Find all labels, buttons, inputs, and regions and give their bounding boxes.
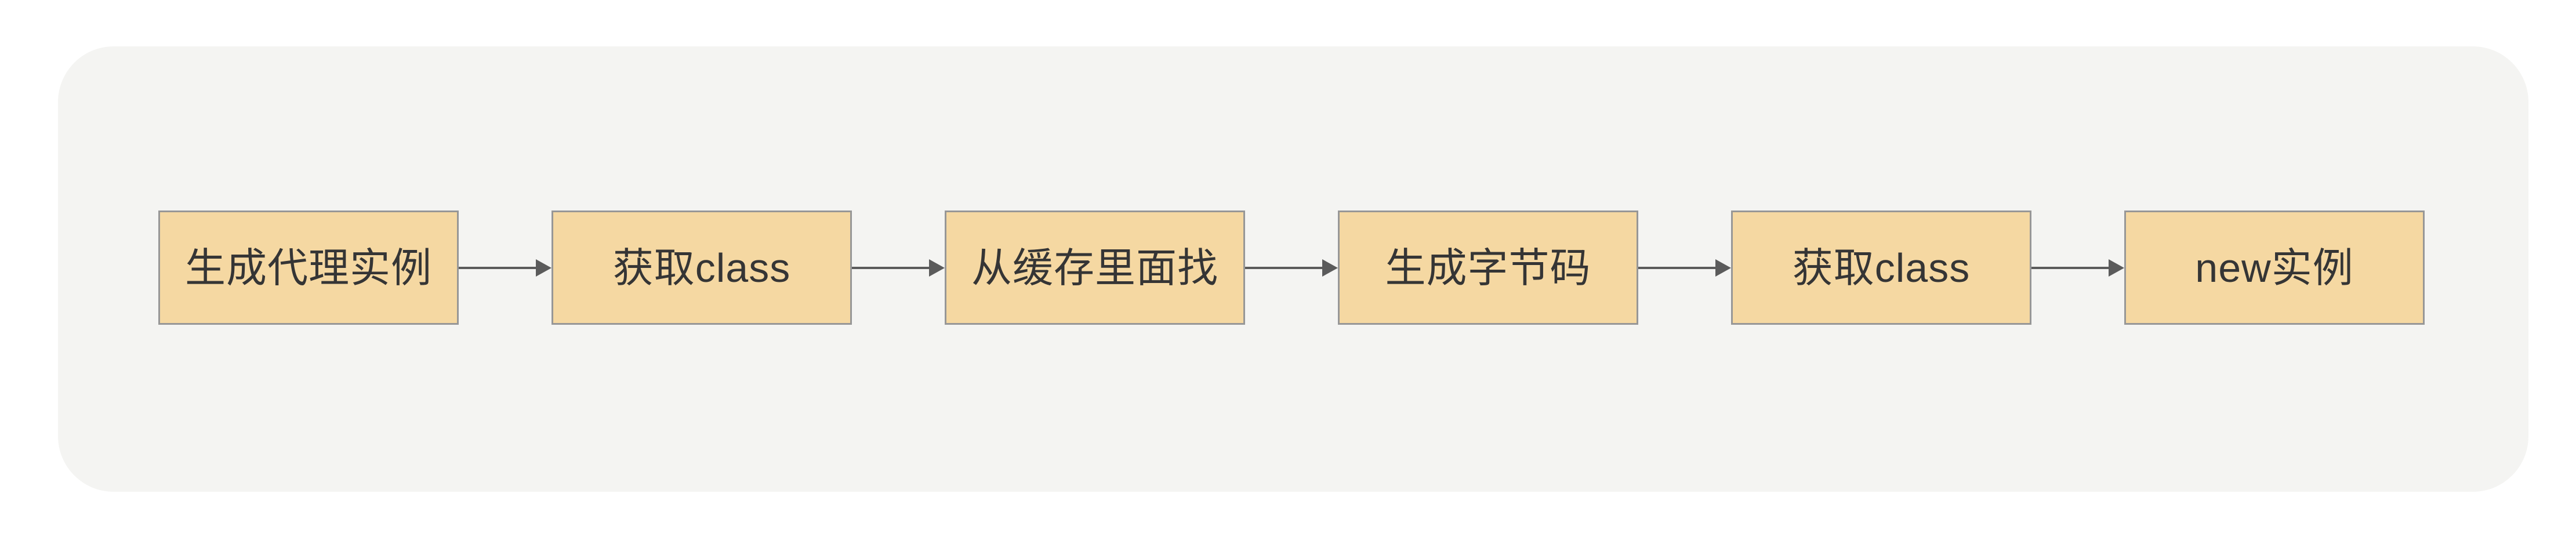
- arrow-head-icon: [1322, 259, 1338, 277]
- arrow-line: [1245, 266, 1322, 269]
- arrow-line: [2031, 266, 2109, 269]
- flow-node-label: 获取class: [1792, 245, 1971, 291]
- flow-node-generate-proxy-instance: 生成代理实例: [158, 211, 459, 325]
- arrow-connector: [1638, 211, 1731, 325]
- flow-node-label: 从缓存里面找: [971, 245, 1218, 291]
- flowchart: 生成代理实例 获取class 从缓存里面找 生成字节码: [158, 211, 2425, 325]
- flow-node-get-class-2: 获取class: [1731, 211, 2031, 325]
- diagram-background-panel: 生成代理实例 获取class 从缓存里面找 生成字节码: [58, 46, 2528, 492]
- flow-node-label: 生成代理实例: [185, 245, 432, 291]
- arrow-connector: [1245, 211, 1338, 325]
- flow-node-get-class-1: 获取class: [552, 211, 852, 325]
- arrow-line: [459, 266, 536, 269]
- flow-node-label: new实例: [2195, 245, 2354, 291]
- arrow-connector: [852, 211, 945, 325]
- arrow-head-icon: [536, 259, 552, 277]
- arrow-head-icon: [929, 259, 945, 277]
- arrow-head-icon: [1715, 259, 1731, 277]
- arrow-line: [852, 266, 929, 269]
- arrow-connector: [2031, 211, 2124, 325]
- flow-node-find-in-cache: 从缓存里面找: [945, 211, 1245, 325]
- arrow-connector: [459, 211, 552, 325]
- flow-node-label: 生成字节码: [1385, 245, 1591, 291]
- flow-node-generate-bytecode: 生成字节码: [1338, 211, 1638, 325]
- arrow-line: [1638, 266, 1715, 269]
- arrow-head-icon: [2109, 259, 2124, 277]
- flow-node-label: 获取class: [612, 245, 791, 291]
- flow-node-new-instance: new实例: [2124, 211, 2425, 325]
